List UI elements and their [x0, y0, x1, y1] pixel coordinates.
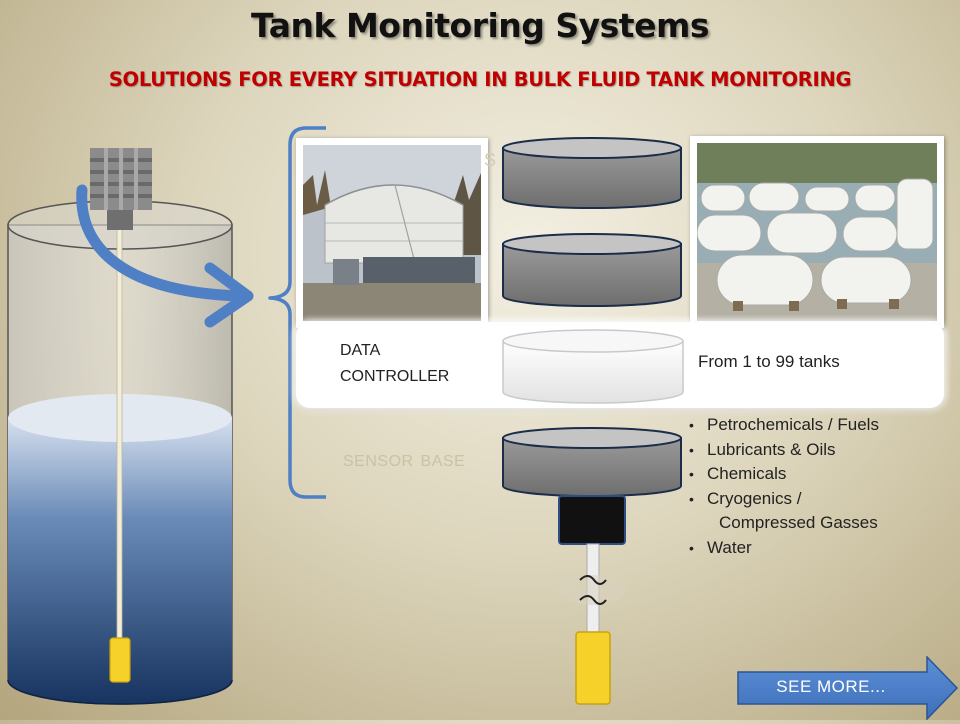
data-controller-value: From 1 to 99 tanks	[698, 352, 840, 371]
cylinder-middle	[502, 233, 682, 307]
bracket-icon	[268, 126, 326, 499]
list-item: •Chemicals	[689, 464, 787, 483]
cylinder-top	[502, 137, 682, 209]
list-item: •Cryogenics /Compressed Gasses	[689, 488, 878, 533]
see-more-label: SEE MORE...	[776, 677, 886, 696]
sensor-base-assembly	[502, 427, 682, 705]
data-controller-cylinder	[502, 329, 684, 404]
curved-arrow-icon	[76, 184, 254, 328]
propane-tanks-photo	[690, 136, 944, 328]
page-subtitle: SOLUTIONS FOR EVERY SITUATION IN BULK FL…	[108, 68, 852, 91]
list-item: •Petrochemicals / Fuels	[689, 415, 879, 434]
see-more-button[interactable]: SEE MORE...	[737, 656, 959, 720]
sensor-head-icon	[90, 148, 152, 230]
list-item: •Lubricants & Oils	[689, 439, 836, 459]
list-item: •Water	[689, 537, 752, 557]
sensor-base-label: SENSOR BASE	[343, 453, 466, 470]
storage-tank	[7, 200, 233, 705]
storage-tank-photo	[296, 138, 488, 328]
ghost-text: S	[484, 150, 497, 170]
applications-list: •Petrochemicals / Fuels •Lubricants & Oi…	[688, 413, 879, 560]
page-title: Tank Monitoring Systems	[250, 6, 710, 45]
float-icon	[109, 637, 131, 683]
right-arrow-icon	[737, 656, 959, 720]
data-controller-label: DATA CONTROLLER	[340, 342, 450, 385]
